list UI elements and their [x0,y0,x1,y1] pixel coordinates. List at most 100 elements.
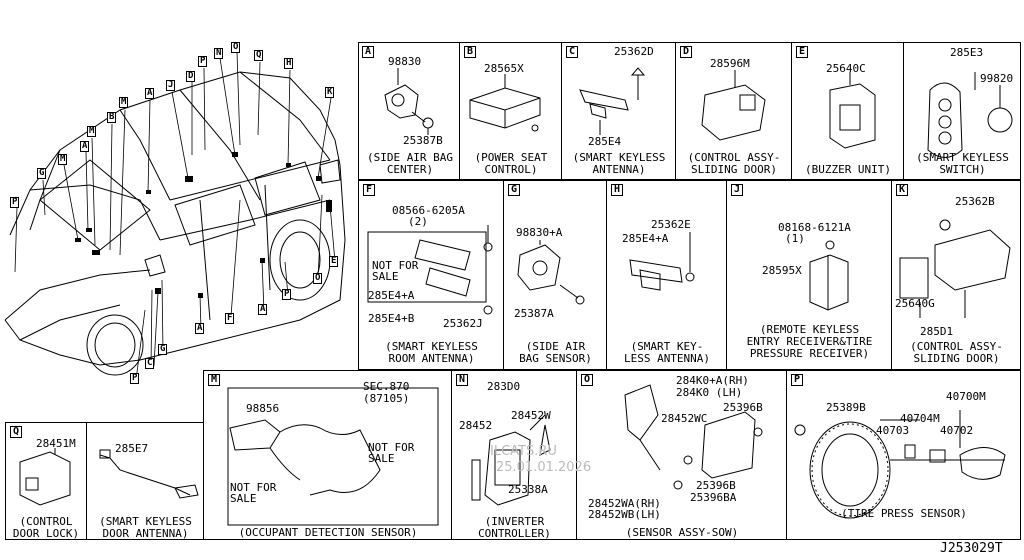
panel-caption: (CONTROL ASSY- SLIDING DOOR) [910,340,1003,365]
panel-caption: (SMART KEYLESS ROOM ANTENNA) [385,340,478,365]
part-number: 285E4+B [368,312,415,325]
part-number: 28595X [762,264,802,277]
part-number: 98830 [388,55,422,68]
panel-letter-h: H [611,184,624,196]
part-number: 08566-6205A [392,204,465,217]
panel-letter-k: K [896,184,909,196]
panel-letter-d: D [680,46,693,58]
car-tag-e: E [329,256,339,267]
car-tag-q: Q [254,50,264,61]
panel-d [675,42,792,180]
panel-caption: (INVERTER CONTROLLER) [478,515,551,540]
car-tag-m: M [119,97,129,108]
part-number: 08168-6121A [778,221,851,234]
part-number: 25387B [403,134,443,147]
section-ref: SEC.870 [363,380,410,393]
not-for-sale-note: NOT FOR SALE [372,259,419,283]
part-number: 283D0 [487,380,521,393]
part-number: 28452WB(LH) [588,508,661,521]
part-number: 28565X [484,62,524,75]
car-tag-f: F [225,313,235,324]
car-tag-b: B [107,112,117,123]
part-number: 285E3 [950,46,984,59]
panel-letter-p: P [791,374,804,386]
panel-letter-c: C [566,46,579,58]
panel-n [451,370,577,540]
car-tag-h: H [284,58,294,69]
part-number: 25640G [895,297,935,310]
part-number: 284K0+A(RH) [676,374,749,387]
watermark-date: 25.01.01.2026 [496,460,592,475]
car-tag-p: P [198,56,208,67]
car-tag-a: A [195,323,205,334]
section-ref: (87105) [363,392,410,405]
part-number: 25396B [723,401,763,414]
panel-a [358,42,460,180]
car-tag-p: P [130,373,140,384]
car-tag-m: M [87,126,97,137]
car-tag-n: N [214,48,224,59]
part-number: 99820 [980,72,1014,85]
part-number: (1) [785,232,805,245]
part-number: 285D1 [920,325,954,338]
part-number: 98830+A [516,226,563,239]
panel-c [561,42,676,180]
part-number: 25389B [826,401,866,414]
part-number: 25396B [696,479,736,492]
panel-caption: (SIDE AIR BAG CENTER) [366,151,454,176]
car-tag-a: A [145,88,155,99]
panel-caption: (BUZZER UNIT) [804,163,892,176]
part-number: 285E4 [588,135,622,148]
part-number: 25362E [651,218,691,231]
part-number: 40702 [940,424,974,437]
panel-caption: (SENSOR ASSY-SOW) [625,526,739,539]
panel-k [891,180,1021,370]
panel-m [203,370,452,540]
panel-e2 [903,42,1021,180]
part-number: 28452WC [661,412,708,425]
part-number: 98856 [246,402,280,415]
panel-f [358,180,504,370]
part-number: 40700M [946,390,986,403]
panel-letter-o: O [581,374,594,386]
panel-letter-q: Q [10,426,23,438]
car-tag-j: J [166,80,176,91]
car-tag-k: K [325,87,335,98]
not-for-sale-note: NOT FOR SALE [230,481,277,505]
part-number: 285E4+A [622,232,669,245]
not-for-sale-note: NOT FOR SALE [368,441,415,465]
panel-q2 [86,422,204,540]
part-number: 285E7 [115,442,149,455]
panel-caption: (REMOTE KEYLESS ENTRY RECEIVER&TIRE PRES… [746,323,873,360]
panel-p [786,370,1021,540]
part-number: 25362J [443,317,483,330]
part-number: (2) [408,215,428,228]
panel-b [459,42,562,180]
car-tag-a: A [80,141,90,152]
panel-caption: (SMART KEYLESS DOOR ANTENNA) [99,515,192,540]
car-tag-p: P [282,289,292,300]
car-tag-p: P [10,197,20,208]
panel-letter-j: J [731,184,744,196]
diagram-code: J253029T [940,541,1003,556]
part-number: 40703 [876,424,910,437]
part-number: 28452WA(RH) [588,497,661,510]
car-tag-c: C [145,358,155,369]
part-number: 25338A [508,483,548,496]
part-number: 28451M [36,437,76,450]
part-number: 25640C [826,62,866,75]
car-tag-g: G [158,344,168,355]
part-number: 25362B [955,195,995,208]
part-number: 285E4+A [368,289,415,302]
part-number: 40704M [900,412,940,425]
panel-letter-m: M [208,374,221,386]
panel-caption: (SIDE AIR BAG SENSOR) [519,340,592,365]
part-number: 28452W [511,409,551,422]
part-number: 284K0 (LH) [676,386,743,399]
panel-caption: (POWER SEAT CONTROL) [474,151,548,176]
panel-caption: (SMART KEYLESS SWITCH) [916,151,1009,176]
panel-letter-a: A [362,46,375,58]
